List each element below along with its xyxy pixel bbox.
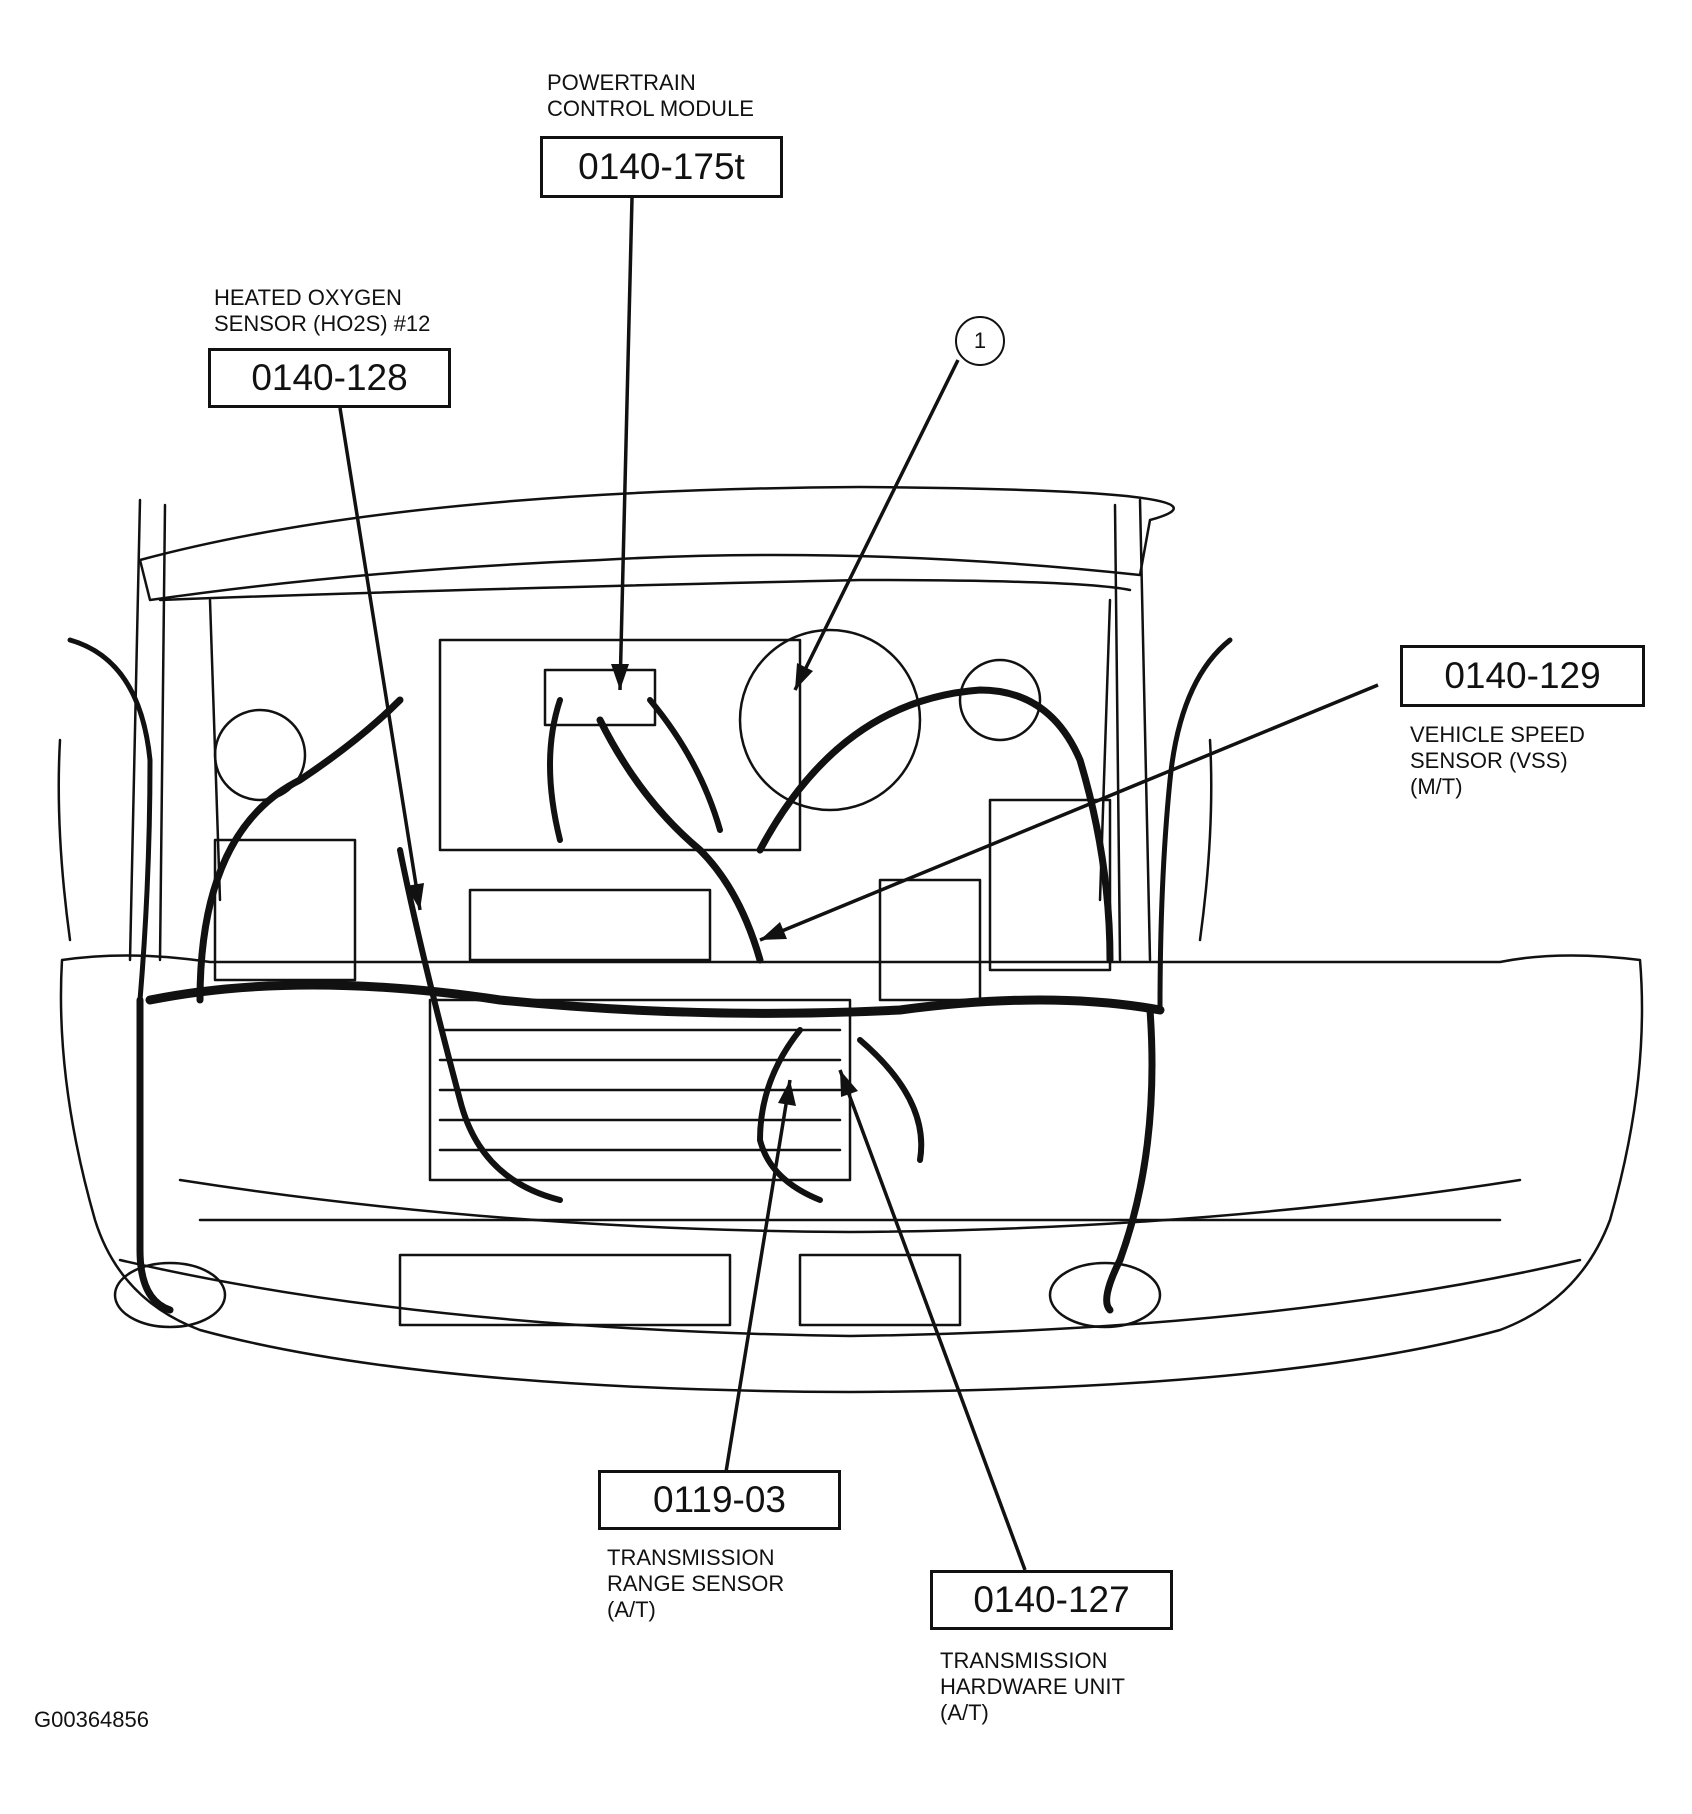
strut-top-right	[958, 658, 1042, 742]
harness-upper-center	[596, 716, 764, 964]
fog-lamp-right	[1048, 1261, 1162, 1329]
right-wheel-arch	[1198, 738, 1213, 942]
harness-far-right	[1157, 637, 1233, 1013]
trs-code-box: 0119-03	[598, 1470, 841, 1530]
main-harness	[145, 980, 1165, 1018]
cowl-line-2	[158, 578, 1132, 602]
strut-top-left	[213, 708, 307, 802]
air-box	[213, 838, 357, 982]
left-wheel-arch	[57, 738, 72, 942]
pcm-code-box: 0140-175t	[540, 136, 783, 198]
ho2s-label: HEATED OXYGEN SENSOR (HO2S) #12	[214, 285, 431, 336]
bumper-grille-band	[178, 1178, 1522, 1234]
trs-label: TRANSMISSION RANGE SENSOR (A/T)	[607, 1545, 785, 1622]
front-bumper-outline	[59, 954, 1644, 1394]
harness-pcm	[547, 697, 563, 843]
cowl-panel	[138, 485, 1175, 602]
main-harness-2	[136, 996, 174, 1314]
leader-ho2s	[338, 407, 422, 911]
figure-id: G00364856	[34, 1707, 149, 1732]
harness-far-left	[67, 637, 153, 1003]
arrow-thu	[840, 1070, 858, 1097]
leader-pcm	[618, 197, 634, 691]
arrow-trs	[778, 1080, 796, 1106]
bumper-lower-lip	[118, 1258, 1582, 1338]
thu-label: TRANSMISSION HARDWARE UNIT (A/T)	[940, 1648, 1125, 1725]
harness-upper-right	[756, 686, 1114, 964]
harness-left-drop	[397, 847, 563, 1203]
lower-intake	[398, 1253, 732, 1327]
arrow-vss	[760, 922, 787, 940]
battery	[988, 798, 1112, 972]
harness-right-drop	[857, 1037, 925, 1163]
intake-manifold	[468, 888, 712, 962]
harness-pcm-2	[647, 697, 723, 833]
harness-upper-left	[196, 696, 404, 1004]
brake-booster	[738, 628, 922, 812]
leader-trs	[723, 1079, 792, 1479]
leader-thu	[838, 1069, 1027, 1571]
vss-label: VEHICLE SPEED SENSOR (VSS) (M/T)	[1410, 722, 1585, 799]
right-fender	[1113, 498, 1152, 962]
vss-code-box: 0140-129	[1400, 645, 1645, 707]
radiator-fins	[438, 1028, 842, 1152]
thu-code-box: 0140-127	[930, 1570, 1173, 1630]
leader-vss	[759, 683, 1379, 942]
arrow-callout-1	[795, 663, 813, 690]
arrow-ho2s	[406, 883, 424, 910]
leader-callout-1	[793, 359, 960, 691]
harness-center-drop	[757, 1027, 823, 1203]
air-box-right	[878, 878, 982, 1002]
lower-intake-right	[798, 1253, 962, 1327]
arrow-pcm	[611, 664, 629, 690]
ho2s-code-box: 0140-128	[208, 348, 451, 408]
main-harness-3	[1103, 1006, 1156, 1314]
pcm-label: POWERTRAIN CONTROL MODULE	[547, 70, 754, 121]
left-fender	[128, 498, 167, 962]
callout-1-circle: 1	[955, 316, 1005, 366]
fog-lamp-left	[113, 1261, 227, 1329]
